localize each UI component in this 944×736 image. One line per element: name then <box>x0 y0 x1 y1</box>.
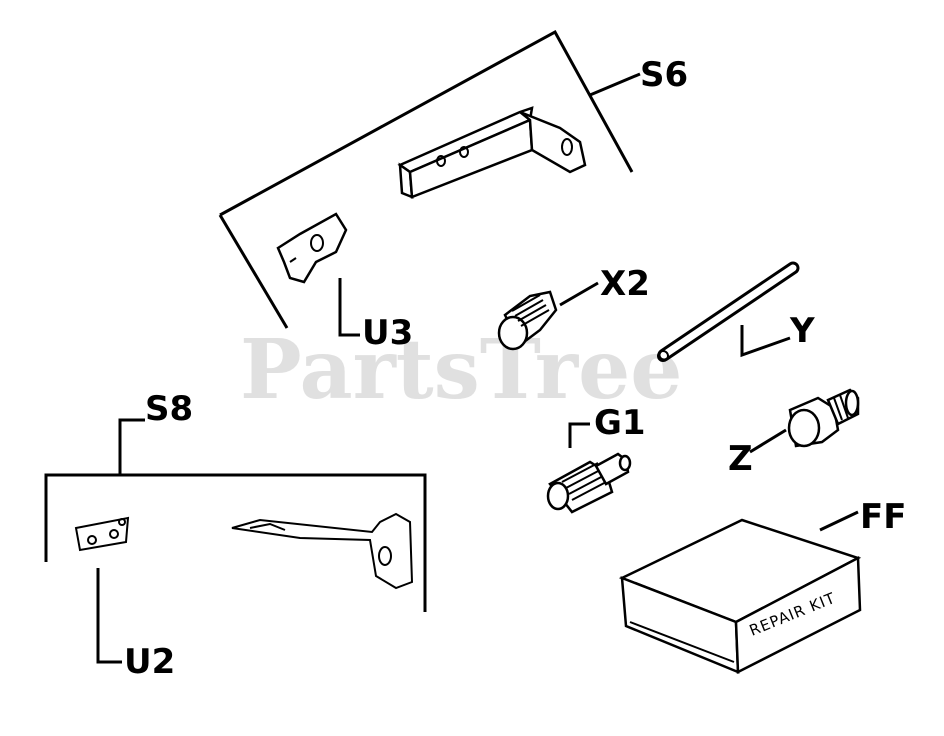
callout-g1[interactable]: G1 <box>594 403 646 443</box>
s6-group: S6 U3 <box>218 29 688 353</box>
callout-z[interactable]: Z <box>728 439 753 479</box>
g1-fitting <box>546 452 632 514</box>
callout-ff[interactable]: FF <box>860 497 906 537</box>
ff-repair-kit-box: REPAIR KIT <box>618 518 862 674</box>
y-tube <box>657 261 800 362</box>
callout-s6[interactable]: S6 <box>640 55 688 95</box>
callout-x2[interactable]: X2 <box>600 264 650 304</box>
watermark-text: PartsTree <box>240 322 682 418</box>
callout-y[interactable]: Y <box>789 311 815 351</box>
s8-bracket <box>231 512 414 590</box>
u3-clip <box>276 212 348 284</box>
z-fitting <box>787 388 860 448</box>
s8-group: S8 U2 <box>44 389 427 682</box>
u2-clip <box>74 516 130 552</box>
x2-plug <box>497 290 558 351</box>
callout-u3[interactable]: U3 <box>362 313 413 353</box>
callout-s8[interactable]: S8 <box>145 389 193 429</box>
s6-bracket <box>397 106 587 199</box>
callout-u2[interactable]: U2 <box>124 642 175 682</box>
